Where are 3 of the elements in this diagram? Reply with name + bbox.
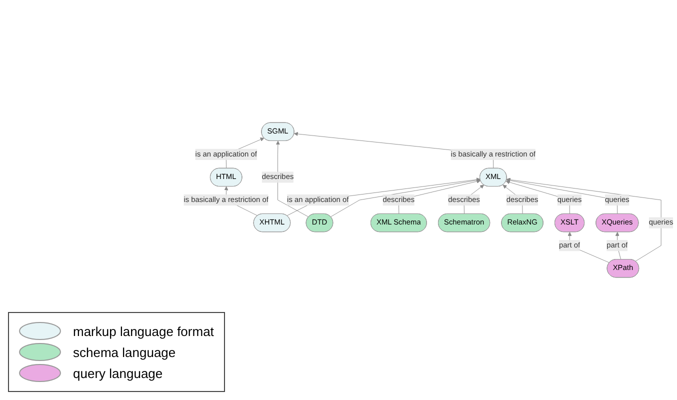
legend-label: query language <box>73 366 163 380</box>
legend-label: schema language <box>73 344 176 360</box>
legend-label: markup language format <box>73 324 214 338</box>
